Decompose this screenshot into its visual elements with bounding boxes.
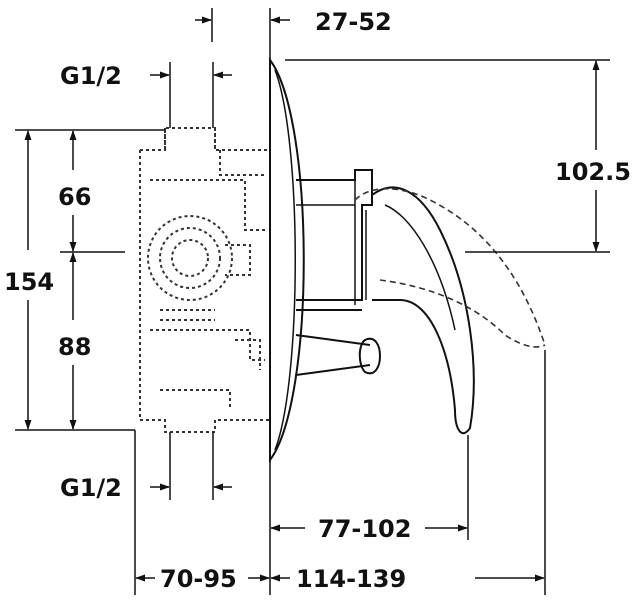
dim-lever-reach-label: 77-102 (318, 515, 411, 543)
dim-upper-height-label: 66 (58, 183, 91, 211)
dim-thread-bottom (150, 432, 232, 500)
dim-thread-top-label: G1/2 (60, 62, 122, 90)
dim-lever-height (285, 59, 610, 253)
dim-total-reach-label: 114-139 (296, 565, 406, 593)
dim-thread-top (150, 62, 232, 128)
dim-lower-height-label: 88 (58, 333, 91, 361)
dim-thread-bottom-label: G1/2 (60, 474, 122, 502)
dim-total-height-label: 154 (4, 268, 54, 296)
lever-raised-outline (354, 187, 546, 348)
cartridge-housing (296, 169, 373, 305)
concealed-valve-body (139, 127, 270, 433)
dim-body-depth-label: 70-95 (160, 565, 237, 593)
lever-handle (365, 186, 475, 435)
wall-plate (269, 56, 305, 464)
diverter-knob (295, 309, 381, 376)
dim-wall-depth-label: 27-52 (315, 8, 392, 36)
dim-wall-depth (195, 8, 290, 60)
dim-lever-height-label: 102.5 (555, 158, 631, 186)
